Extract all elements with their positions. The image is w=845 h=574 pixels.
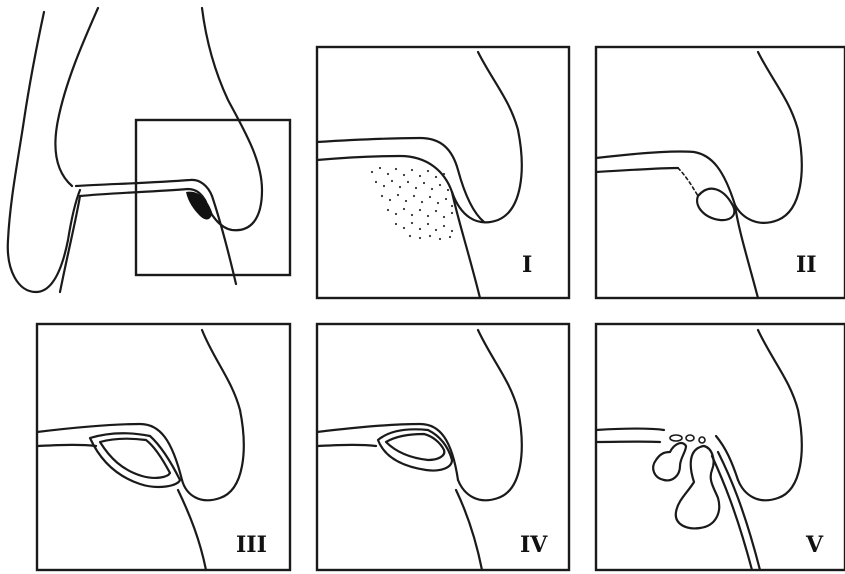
fibula-medial-outline [55, 8, 98, 186]
tibia-contour [458, 330, 522, 500]
talus-contour-inner [718, 452, 760, 570]
displaced-fragment-outer [378, 429, 452, 470]
overview-ankle-drawing [8, 8, 290, 292]
subchondral-cyst-small-2 [686, 435, 694, 441]
cartilage-upper [37, 424, 182, 480]
tibia-contour [738, 330, 802, 500]
cartilage-upper [596, 429, 664, 431]
panel-stage-4: IV [317, 324, 569, 570]
cartilage-lower [37, 445, 96, 446]
stage-label: II [796, 252, 817, 278]
stage-label: IV [520, 532, 548, 558]
panel-stage-1: I [317, 47, 569, 298]
displaced-fragment-inner [386, 434, 444, 460]
talus-contour [178, 490, 206, 570]
tibia-contour [735, 52, 802, 223]
cartilage-upper [596, 151, 735, 205]
cartilage-lower [317, 445, 376, 446]
partially-detached-fragment [697, 189, 734, 220]
subchondral-cyst-small-1 [670, 435, 682, 441]
panel-stage-5: V [596, 324, 845, 570]
stage-label: I [522, 252, 532, 278]
panel-stage-2: II [596, 47, 845, 298]
subchondral-cyst-left [653, 443, 686, 480]
talus-contour [456, 490, 482, 570]
stippled-lesion-area [371, 167, 453, 240]
tibia-contour [182, 330, 244, 500]
panel-stage-3: III [37, 324, 290, 570]
cartilage-line [317, 138, 484, 222]
fragment-dashed [678, 168, 698, 196]
subchondral-cyst-small-3 [699, 437, 705, 443]
cartilage-lower [596, 168, 678, 172]
overview-lesion-mark [186, 192, 212, 220]
talus-contour [452, 192, 480, 298]
stage-label: V [805, 532, 824, 558]
cartilage-upper [317, 424, 458, 480]
talus-line-left [60, 196, 80, 292]
talus-line-right [212, 196, 236, 284]
stage-label: III [236, 532, 267, 558]
